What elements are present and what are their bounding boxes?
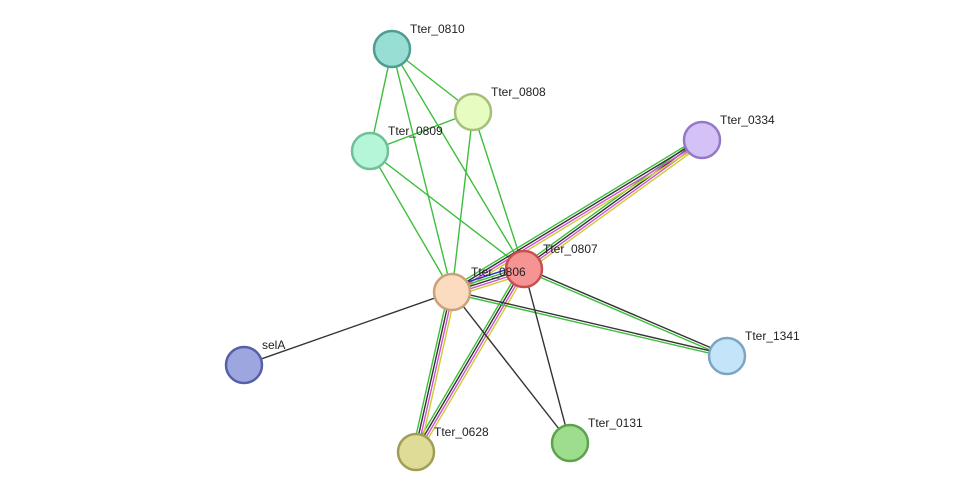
node-label: Tter_0334	[720, 113, 775, 127]
node-label: Tter_0131	[588, 416, 643, 430]
edge-channel	[414, 291, 452, 452]
edge-Tter_0807-Tter_0131	[523, 268, 571, 444]
edge-channel	[369, 150, 453, 293]
node-circle[interactable]	[350, 131, 390, 171]
node-Tter_0810[interactable]: Tter_0810	[372, 22, 465, 69]
node-label: Tter_0628	[434, 425, 489, 439]
edge-channel	[525, 142, 705, 273]
edge-Tter_0806-Tter_0628	[411, 291, 457, 453]
node-label: selA	[262, 338, 285, 352]
node-Tter_0628[interactable]: Tter_0628	[396, 425, 489, 472]
node-circle[interactable]	[372, 29, 412, 69]
node-circle[interactable]	[707, 336, 747, 376]
edge-channel	[369, 150, 525, 270]
node-circle[interactable]	[224, 345, 264, 385]
edge-channel	[418, 270, 528, 455]
edge-channel	[412, 266, 522, 451]
edge-channel	[451, 138, 702, 292]
node-circle[interactable]	[453, 92, 493, 132]
edge-Tter_0807-Tter_1341	[523, 267, 728, 358]
edge-channel	[452, 140, 703, 294]
edge-Tter_0808-Tter_0806	[451, 111, 474, 293]
node-Tter_0808[interactable]: Tter_0808	[453, 85, 546, 132]
edge-channel	[391, 48, 453, 293]
edge-channel	[416, 269, 526, 453]
edge-Tter_0806-Tter_1341	[451, 290, 728, 358]
edge-channel	[523, 268, 571, 444]
edge-channel	[472, 111, 525, 270]
node-Tter_0131[interactable]: Tter_0131	[550, 416, 643, 463]
edge-channel	[418, 292, 457, 453]
edge-channel	[391, 48, 525, 270]
edge-channel	[451, 111, 474, 293]
edge-Tter_0806-Tter_0131	[451, 291, 571, 444]
edge-channel	[451, 292, 727, 358]
edge-Tter_0806-selA	[243, 291, 453, 366]
node-label: Tter_0806	[471, 265, 526, 279]
edge-channel	[524, 267, 728, 356]
node-label: Tter_1341	[745, 329, 800, 343]
edge-channel	[453, 142, 705, 296]
node-circle[interactable]	[682, 120, 722, 160]
edge-channel	[414, 268, 524, 452]
edge-Tter_0810-Tter_0807	[391, 48, 525, 270]
node-Tter_0806[interactable]: Tter_0806	[432, 265, 526, 312]
node-Tter_1341[interactable]: Tter_1341	[707, 329, 800, 376]
node-circle[interactable]	[504, 249, 544, 289]
edge-channel	[452, 290, 728, 356]
node-selA[interactable]: selA	[224, 338, 285, 385]
node-label: Tter_0809	[388, 124, 443, 138]
edge-channel	[416, 292, 454, 453]
node-circle[interactable]	[432, 272, 472, 312]
node-label: Tter_0810	[410, 22, 465, 36]
node-label: Tter_0807	[543, 242, 598, 256]
node-Tter_0809[interactable]: Tter_0809	[350, 124, 443, 171]
edge-Tter_0809-Tter_0806	[369, 150, 453, 293]
edge-channel	[449, 136, 701, 290]
edge-Tter_0808-Tter_0807	[472, 111, 525, 270]
edge-channel	[411, 291, 450, 452]
edge-channel	[451, 291, 571, 444]
edge-channel	[243, 291, 453, 366]
edge-channel	[523, 269, 727, 358]
node-Tter_0334[interactable]: Tter_0334	[682, 113, 775, 160]
edge-Tter_0334-Tter_0806	[449, 136, 705, 296]
edge-Tter_0809-Tter_0807	[369, 150, 525, 270]
node-label: Tter_0808	[491, 85, 546, 99]
node-circle[interactable]	[396, 432, 436, 472]
node-circle[interactable]	[550, 423, 590, 463]
edges-layer	[243, 48, 728, 455]
node-Tter_0807[interactable]: Tter_0807	[504, 242, 598, 289]
edge-Tter_0807-Tter_0628	[412, 266, 528, 455]
edge-Tter_0810-Tter_0806	[391, 48, 453, 293]
